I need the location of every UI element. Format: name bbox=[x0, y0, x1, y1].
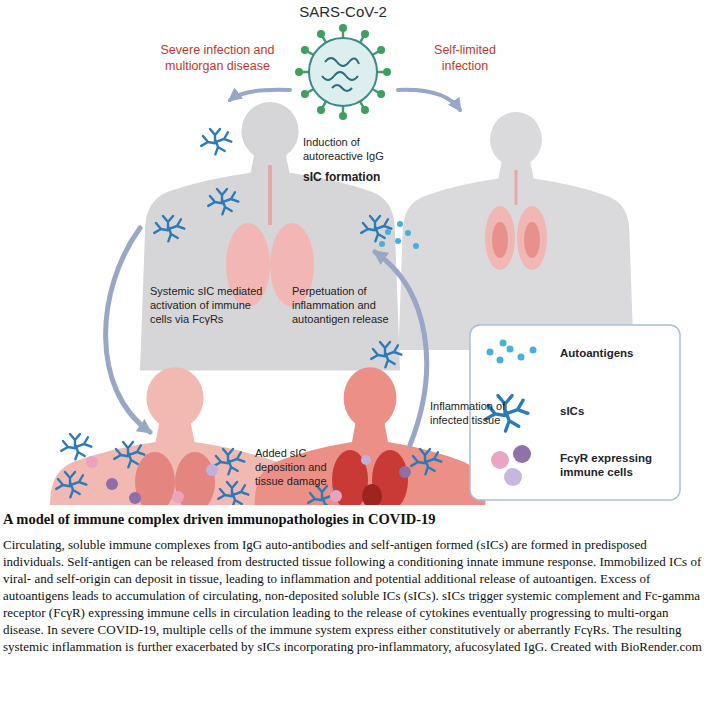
patient-severe bbox=[140, 102, 400, 370]
immune-cells bbox=[86, 455, 411, 504]
curved-arrow bbox=[230, 90, 290, 100]
autoantigens bbox=[379, 221, 419, 249]
virus-figure bbox=[295, 24, 391, 120]
annotation: Perpetuation of inflammation and autoant… bbox=[292, 285, 398, 327]
edge-label: Self-limited infection bbox=[415, 42, 515, 75]
patient-damage bbox=[250, 367, 490, 505]
virus-node: SARS-CoV-2 bbox=[290, 2, 398, 120]
process-text: Induction of autoreactive IgG bbox=[303, 136, 403, 164]
figure-caption: Circulating, soluble immune complexes fr… bbox=[3, 536, 706, 655]
process-text: Inflammation of infected tissue bbox=[430, 400, 530, 428]
legend-label: sICs bbox=[560, 404, 675, 418]
figure-title: A model of immune complex driven immunop… bbox=[3, 510, 706, 528]
curved-arrow bbox=[398, 90, 460, 110]
process-heading: sIC formation bbox=[303, 170, 403, 185]
illustration bbox=[0, 0, 709, 505]
legend-label: FcγR expressing immune cells bbox=[560, 451, 672, 480]
annotation: Added sIC deposition and tissue damage bbox=[255, 447, 339, 489]
edge-label: Severe infection and multiorgan disease bbox=[145, 42, 290, 75]
legend-label: Autoantigens bbox=[560, 346, 675, 360]
legend-frame bbox=[470, 325, 680, 500]
virus-label: SARS-CoV-2 bbox=[290, 3, 396, 22]
cycle-arrows bbox=[106, 228, 427, 445]
patient-mild bbox=[398, 112, 634, 350]
immune-complexes bbox=[56, 129, 441, 505]
annotation: Systemic sIC mediated activation of immu… bbox=[150, 285, 272, 327]
patient-node: Inflammation of infected tissue bbox=[398, 110, 628, 430]
